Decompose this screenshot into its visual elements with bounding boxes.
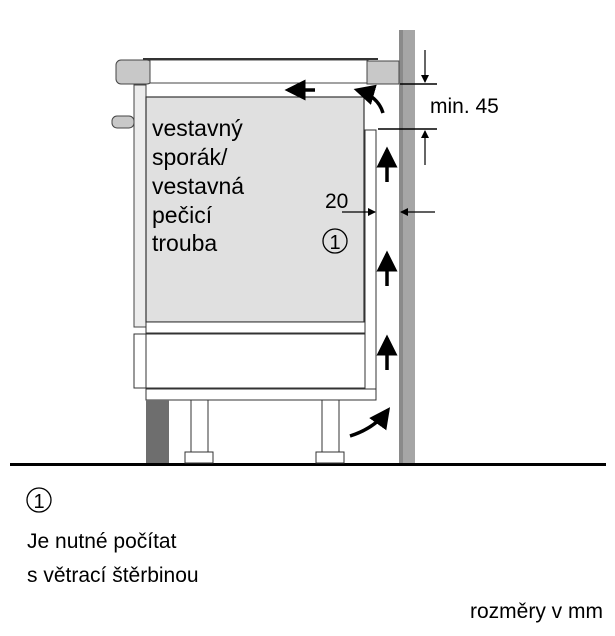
airflow-arrows — [284, 79, 398, 438]
oven-bottom-strip — [145, 321, 366, 334]
svg-text:sporák/: sporák/ — [152, 144, 228, 170]
cabinet-leg-right — [315, 399, 345, 464]
svg-text:vestavná: vestavná — [152, 173, 244, 199]
plinth — [146, 400, 169, 463]
units-label: rozměry v mm — [470, 600, 603, 623]
drawer — [133, 333, 366, 389]
svg-text:pečicí: pečicí — [152, 202, 213, 228]
oven-body — [145, 96, 365, 323]
wall — [399, 30, 415, 464]
svg-text:1: 1 — [329, 232, 340, 254]
svg-text:1: 1 — [33, 491, 44, 513]
airflow-arrow-curved-top — [353, 84, 385, 114]
front-panel — [133, 84, 147, 328]
svg-text:trouba: trouba — [152, 230, 217, 256]
note-line: Je nutné počítat — [27, 530, 177, 553]
airflow-arrow-curved-bottom — [349, 407, 391, 438]
dimension-top-gap-label: min. 45 — [430, 95, 499, 118]
dimension-top-gap — [378, 50, 437, 165]
callout-marker: 1 — [322, 228, 348, 254]
cabinet-base — [145, 388, 377, 401]
appliance-label: vestavný sporák/ vestavná pečicí trouba — [152, 115, 244, 256]
dimension-side-gap-label: 20 — [325, 190, 348, 213]
cabinet-leg-left — [184, 399, 214, 464]
svg-text:vestavný: vestavný — [152, 115, 243, 141]
note-marker: 1 — [26, 487, 52, 513]
note-line: s větrací štěrbinou — [27, 564, 199, 587]
cabinet-side-panel — [364, 129, 377, 401]
cooktop — [115, 58, 400, 85]
floor-line — [10, 463, 606, 466]
knob — [111, 115, 135, 129]
